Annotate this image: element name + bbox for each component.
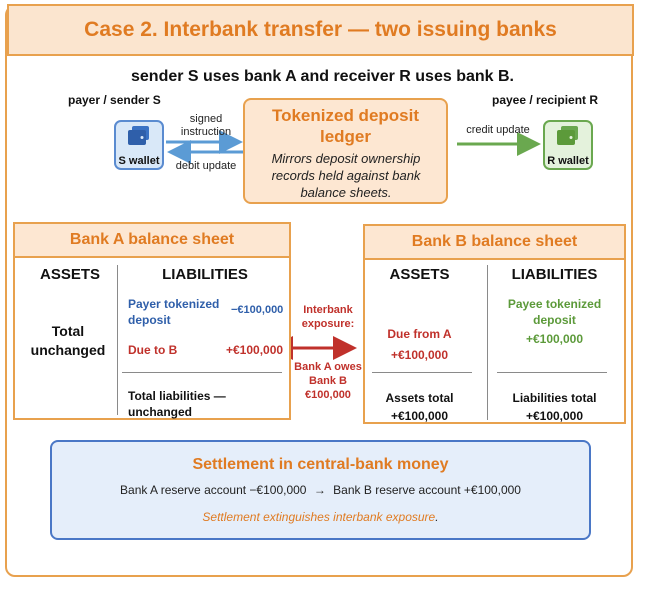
settlement-transfer: Bank A reserve account −€100,000 → Bank … [50,483,591,497]
due-to-b: Due to B [128,343,178,357]
tokenized-ledger-box [243,98,448,204]
page-title: Case 2. Interbank transfer — two issuing… [84,18,557,41]
bank-b-liabilities-total: Liabilities total +€100,000 [512,391,597,423]
bank-a-title: Bank A balance sheet [13,222,291,258]
debit-update-label: debit update [175,160,237,172]
settlement-note: Settlement extinguishes interbank exposu… [202,510,439,524]
subtitle: sender S uses bank A and receiver R uses… [131,68,514,85]
bank-b-liabilities-header: LIABILITIES [511,266,598,283]
wallet-icon [128,126,149,145]
bank-a-total-liabilities: Total liabilities — unchanged [128,389,226,419]
bank-b-assets-total: Assets total +€100,000 [385,391,454,423]
payee-deposit-value: +€100,000 [525,332,584,346]
title-bar [7,4,634,56]
bank-b-assets-rule [372,372,472,373]
sender-wallet [114,120,164,170]
sender-wallet-label: S wallet [118,155,160,167]
credit-update-label: credit update [466,124,530,136]
bank-a-total-rule [122,372,282,373]
wallet-icon [557,126,578,145]
bank-b-title: Bank B balance sheet [363,224,626,260]
interbank-exposure-label: Interbank exposure: [301,304,355,330]
interbank-owes-label: Bank A owes Bank B €100,000 [294,361,362,401]
bank-a-divider [117,265,118,415]
bank-a-liabilities-header: LIABILITIES [162,266,248,283]
receiver-wallet-label: R wallet [547,155,589,167]
payee-tokenized-deposit: Payee tokenized deposit [507,297,602,327]
receiver-role-label: payee / recipient R [492,93,599,107]
bank-b-assets-header: ASSETS [389,266,450,283]
ledger-description: Mirrors deposit ownership records held a… [271,151,421,200]
settlement-from: Bank A reserve account −€100,000 [120,483,307,497]
ledger-title: Tokenized deposit ledger [271,106,420,146]
sender-role-label: payer / sender S [68,93,161,107]
due-to-b-value: +€100,000 [226,343,284,357]
receiver-wallet [543,120,593,170]
due-from-a-value: +€100,000 [390,348,449,362]
payer-tokenized-deposit: Payer tokenized deposit [128,297,220,327]
due-from-a: Due from A [387,327,452,341]
bank-b-divider [487,265,488,420]
settlement-arrow: → [313,483,326,497]
settlement-to: Bank B reserve account +€100,000 [333,483,521,497]
bank-a-assets-text: Total unchanged [30,323,106,358]
signed-instruction-label: signed instruction [180,113,232,138]
payer-deposit-value: −€100,000 [231,304,284,316]
bank-a-assets-header: ASSETS [39,266,100,283]
settlement-box [50,440,591,540]
settlement-title: Settlement in central-bank money [192,456,449,473]
bank-b-liabilities-rule [497,372,607,373]
